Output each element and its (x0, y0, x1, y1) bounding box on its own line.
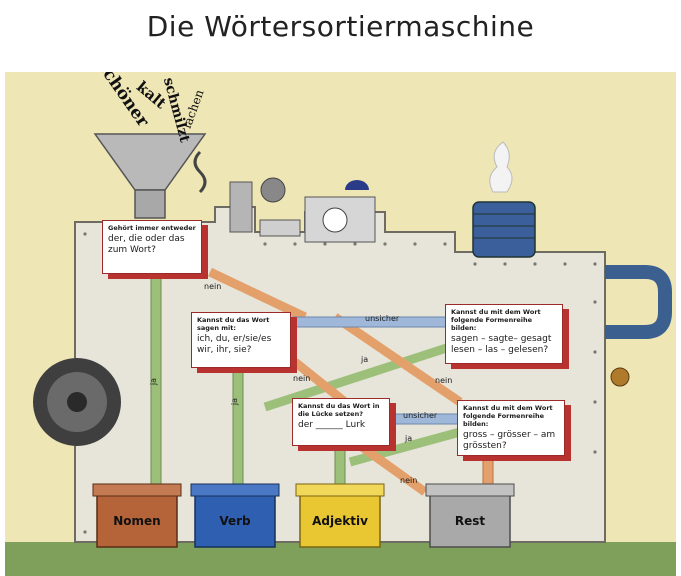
pipe-label-ja-3: ja (361, 355, 369, 364)
bin-label-verb: Verb (219, 514, 251, 528)
bin-label-nomen: Nomen (113, 514, 161, 528)
pipe-nein-3 (332, 313, 463, 406)
question-1-text: Gehört immer entweder (108, 224, 196, 232)
pipe-nein-1 (208, 267, 307, 322)
question-3-text: Kannst du mit dem Wort folgende Formenre… (451, 308, 541, 332)
spring-coil (193, 150, 207, 194)
question-2-answer: ich, du, er/sie/es wir, ihr, sie? (197, 334, 272, 355)
sorting-machine-poster: schöner kalt schmilzt lachen Gehört imme… (5, 72, 676, 576)
coil-stack (472, 141, 536, 258)
pipe-ja-diagonal-1 (263, 337, 467, 412)
question-1-answer: der, die oder das zum Wort? (108, 234, 185, 255)
pipe-label-nein-2: nein (293, 374, 311, 383)
pipe-label-nein-1: nein (204, 282, 222, 291)
bin-rest (425, 483, 515, 548)
counter-display (259, 219, 301, 237)
question-4-answer: der ______ Lurk (298, 420, 366, 430)
bin-label-adjektiv: Adjektiv (312, 514, 368, 528)
pipe-nein-4 (352, 438, 428, 496)
question-box-2: Kannst du das Wort sagen mit: ich, du, e… (191, 312, 291, 368)
pipe-label-unsicher-1: unsicher (365, 314, 400, 323)
bin-verb (190, 483, 280, 548)
question-box-5: Kannst du mit dem Wort folgende Formenre… (457, 400, 565, 456)
question-4-text: Kannst du das Wort in die Lücke setzen? (298, 402, 380, 418)
siren-light (345, 180, 369, 190)
page-title: Die Wörtersortiermaschine (146, 10, 535, 43)
piston-tower (229, 181, 253, 233)
question-5-answer: gross – grösser – am grössten? (463, 430, 556, 451)
pipe-label-unsicher-2: unsicher (403, 411, 438, 420)
question-2-text: Kannst du das Wort sagen mit: (197, 316, 270, 332)
bin-nomen (92, 483, 182, 548)
lamp (260, 177, 286, 203)
bin-adjektiv (295, 483, 385, 548)
question-box-4: Kannst du das Wort in die Lücke setzen? … (292, 398, 390, 446)
question-box-1: Gehört immer entweder der, die oder das … (102, 220, 202, 274)
question-5-text: Kannst du mit dem Wort folgende Formenre… (463, 404, 553, 428)
pipe-label-nein-4: nein (400, 476, 418, 485)
exhaust-pipe (605, 265, 672, 339)
gauge (322, 207, 348, 233)
pipe-nein-2 (292, 358, 348, 406)
pipe-label-ja-1: ja (149, 377, 159, 386)
machine-body (74, 206, 606, 543)
pipe-ja-verb (232, 346, 244, 488)
gauge-panel (304, 196, 376, 243)
pipe-label-ja-2: ja (230, 397, 240, 406)
pipe-label-nein-3: nein (435, 376, 453, 385)
question-box-3: Kannst du mit dem Wort folgende Formenre… (445, 304, 563, 364)
valve-wheel (610, 367, 630, 387)
question-3-answer: sagen – sagte– gesagt lesen – las – gele… (451, 334, 552, 355)
gear-left (33, 358, 121, 446)
bin-label-rest: Rest (454, 514, 486, 528)
funnel (93, 133, 207, 219)
machine-illustration (5, 133, 676, 576)
pipe-label-ja-4: ja (405, 434, 413, 443)
